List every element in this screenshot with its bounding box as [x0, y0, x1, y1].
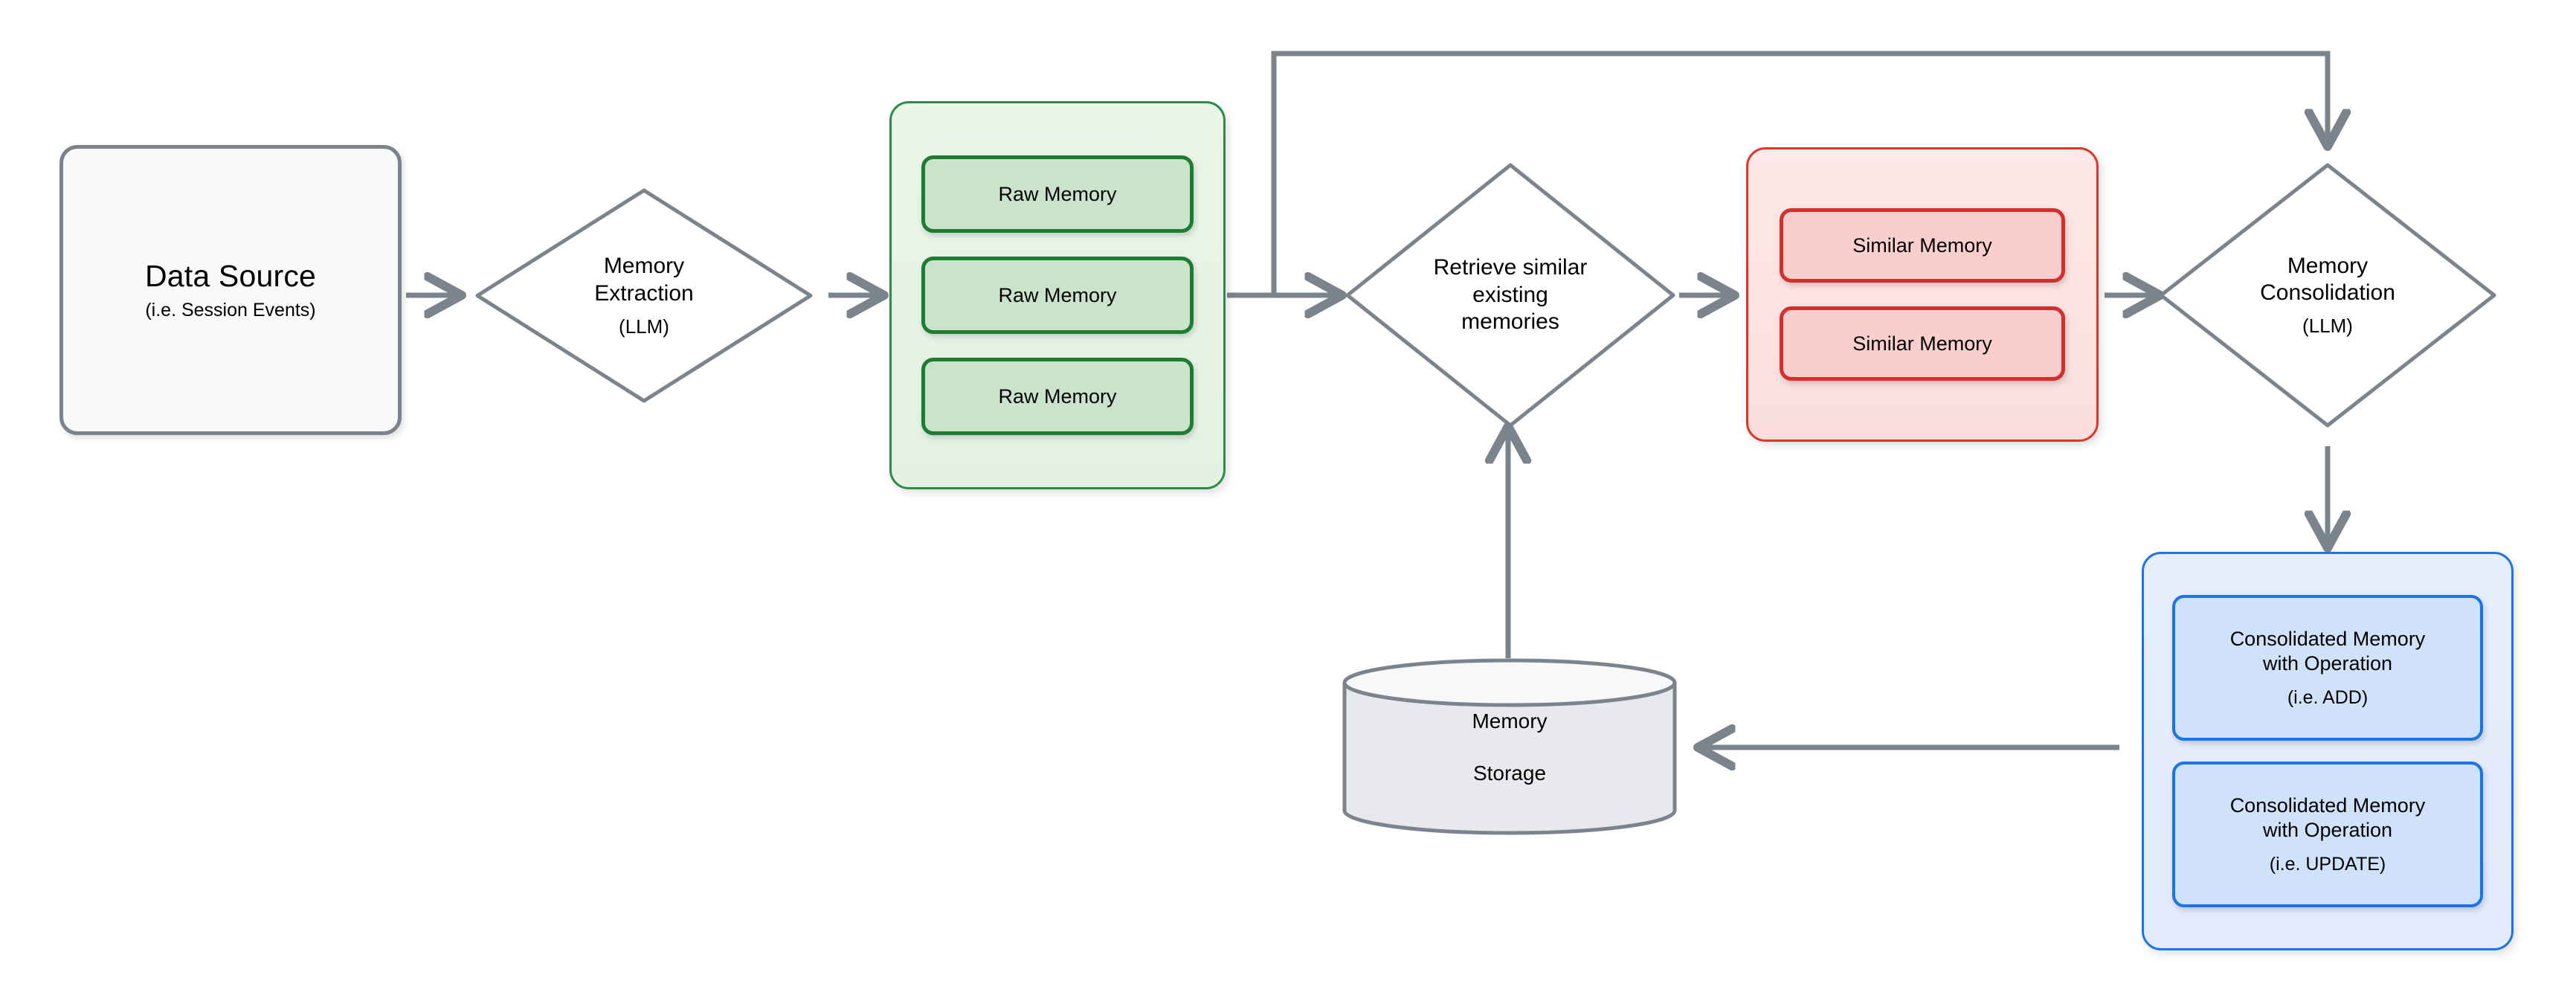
- group-raw-memory: Raw Memory Raw Memory Raw Memory: [889, 101, 1226, 489]
- raw-memory-label: Raw Memory: [998, 384, 1117, 408]
- chip-raw-memory[interactable]: Raw Memory: [921, 358, 1194, 435]
- consolidated-update-line2: with Operation: [2262, 819, 2393, 841]
- data-source-title: Data Source: [144, 259, 317, 294]
- consolidated-add-line2: with Operation: [2262, 652, 2393, 675]
- chip-raw-memory[interactable]: Raw Memory: [921, 257, 1194, 334]
- diamond-shape: [1345, 163, 1675, 428]
- similar-memory-label: Similar Memory: [1852, 234, 1992, 257]
- chip-raw-memory[interactable]: Raw Memory: [921, 155, 1194, 233]
- chip-similar-memory[interactable]: Similar Memory: [1780, 306, 2065, 381]
- group-similar-memory: Similar Memory Similar Memory: [1746, 147, 2099, 442]
- consolidated-update-operation: (i.e. UPDATE): [2269, 853, 2386, 875]
- consolidated-add-line1: Consolidated Memory: [2229, 628, 2426, 651]
- chip-consolidated-memory-add[interactable]: Consolidated Memory with Operation (i.e.…: [2172, 595, 2483, 741]
- node-memory-extraction[interactable]: Memory Extraction (LLM): [473, 186, 815, 405]
- cylinder-shape: [1342, 658, 1677, 835]
- similar-memory-label: Similar Memory: [1852, 332, 1992, 355]
- diamond-shape: [475, 188, 813, 403]
- raw-memory-label: Raw Memory: [998, 283, 1117, 306]
- chip-consolidated-memory-update[interactable]: Consolidated Memory with Operation (i.e.…: [2172, 762, 2483, 907]
- chip-similar-memory[interactable]: Similar Memory: [1780, 208, 2065, 283]
- data-source-subtitle: (i.e. Session Events): [145, 300, 316, 321]
- node-memory-consolidation[interactable]: Memory Consolidation (LLM): [2157, 161, 2499, 430]
- group-consolidated-memory: Consolidated Memory with Operation (i.e.…: [2142, 552, 2514, 950]
- consolidated-add-operation: (i.e. ADD): [2287, 686, 2369, 708]
- raw-memory-label: Raw Memory: [998, 182, 1117, 205]
- node-memory-storage[interactable]: Memory Storage: [1339, 657, 1681, 836]
- diamond-shape: [2159, 163, 2496, 428]
- node-data-source[interactable]: Data Source (i.e. Session Events): [59, 145, 402, 435]
- consolidated-update-line1: Consolidated Memory: [2229, 794, 2426, 817]
- node-retrieve-similar-memories[interactable]: Retrieve similar existing memories: [1343, 161, 1678, 430]
